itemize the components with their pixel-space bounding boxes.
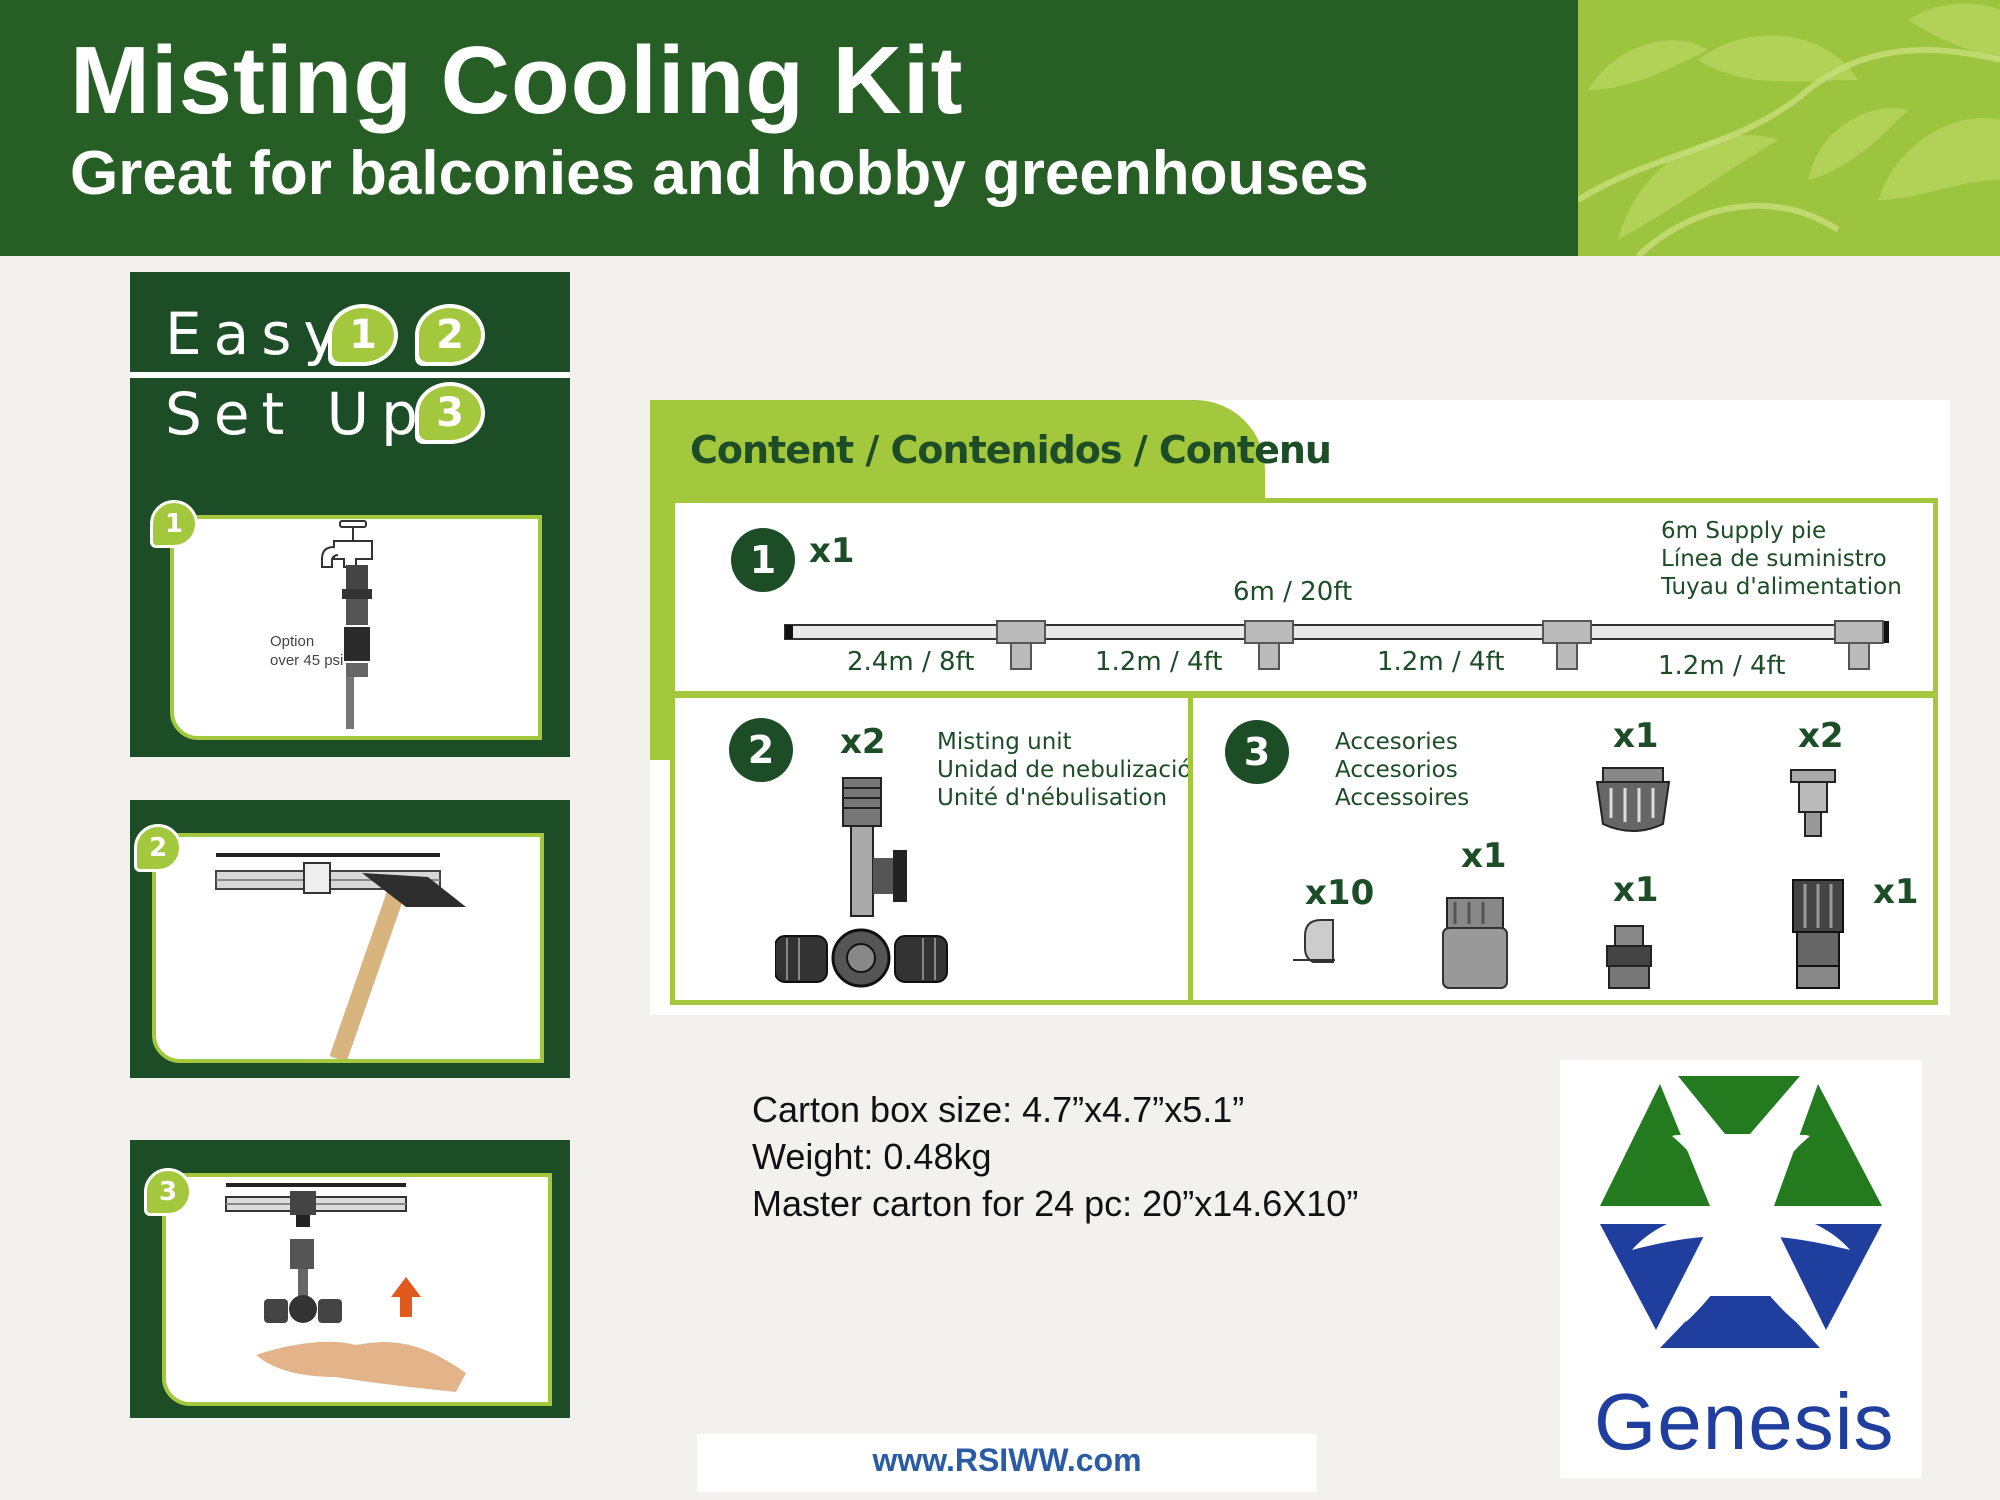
item-2-box: 2 x2 Misting unit Unidad de nebulización… [670, 693, 1206, 1005]
genesis-logo-icon [1600, 1076, 1882, 1348]
badge-2: 2 [415, 304, 485, 366]
tap-connector-quantity: x1 [1613, 870, 1659, 910]
carton-size: Carton box size: 4.7”x4.7”x5.1” [752, 1089, 1245, 1130]
genesis-logo [1560, 1060, 1922, 1478]
item-1-box: 1 x1 6m / 20ft 6m Supply pie Línea de su… [670, 498, 1938, 696]
setup-word: Set Up [165, 380, 430, 448]
option-note: Option over 45 psi [270, 633, 344, 669]
item-3-box: 3 Accesories Accesorios Accessoires x1 x… [1188, 693, 1938, 1005]
weight: Weight: 0.48kg [752, 1136, 992, 1177]
supply-pipe-illustration [784, 620, 1889, 670]
step-2-card [152, 833, 544, 1063]
page-title: Misting Cooling Kit [70, 27, 964, 134]
step-2-number: 2 [134, 824, 182, 872]
misting-unit-illustration [775, 777, 948, 988]
clip-quantity: x10 [1305, 873, 1375, 913]
page-subtitle: Great for balconies and hobby greenhouse… [70, 139, 1369, 208]
easy-word: Easy [165, 300, 350, 368]
segment-1-label: 2.4m / 8ft [847, 647, 975, 677]
install-misting-unit-illustration [225, 1183, 466, 1392]
url-bar [697, 1434, 1317, 1492]
segment-3-label: 1.2m / 4ft [1377, 647, 1505, 677]
total-length-label: 6m / 20ft [1233, 577, 1353, 607]
item-3-number: 3 [1225, 720, 1289, 784]
step-3-number: 3 [144, 1168, 192, 1216]
hammer-pipe-illustration [215, 853, 466, 1062]
divider [130, 372, 570, 378]
faucet-connector-illustration [321, 520, 373, 729]
header-banner [0, 0, 1578, 256]
specifications: Carton box size: 4.7”x4.7”x5.1” Weight: … [752, 1086, 1358, 1227]
adapter-quantity: x1 [1873, 872, 1919, 912]
item-2-description: Misting unit Unidad de nebulización Unit… [937, 729, 1207, 811]
content-tab-label: Content / Contenidos / Contenu [690, 428, 1332, 472]
step-3-panel: 3 [130, 1140, 570, 1418]
item-3-description: Accesories Accesorios Accessoires [1335, 729, 1470, 811]
leaf-pattern-decoration [1578, 0, 2000, 256]
master-carton: Master carton for 24 pc: 20”x14.6X10” [752, 1183, 1359, 1224]
content-left-strip [650, 498, 670, 760]
item-1-quantity: x1 [809, 531, 855, 571]
item-1-number: 1 [731, 528, 795, 592]
filter-quantity: x1 [1613, 716, 1659, 756]
genesis-wordmark: Genesis [1594, 1377, 1895, 1466]
step-3-card [162, 1173, 552, 1406]
plug-quantity: x2 [1798, 716, 1844, 756]
accessories-illustration [1293, 767, 1844, 989]
step-1-number: 1 [150, 500, 198, 548]
segment-4-label: 1.2m / 4ft [1658, 651, 1786, 681]
item-1-description: 6m Supply pie Línea de suministro Tuyau … [1661, 518, 1902, 600]
item-2-number: 2 [729, 718, 793, 782]
quick-connector-quantity: x1 [1461, 836, 1507, 876]
item-2-quantity: x2 [840, 722, 886, 762]
easy-setup-panel: Easy 1 2 Set Up 3 1 Option over 45 psi [130, 272, 570, 757]
badge-1: 1 [328, 304, 398, 366]
badge-3: 3 [415, 382, 485, 444]
content-tab [650, 400, 1265, 515]
website-link[interactable]: www.RSIWW.com [872, 1442, 1142, 1478]
step-1-card [170, 515, 542, 740]
step-2-panel: 2 [130, 800, 570, 1078]
segment-2-label: 1.2m / 4ft [1095, 647, 1223, 677]
